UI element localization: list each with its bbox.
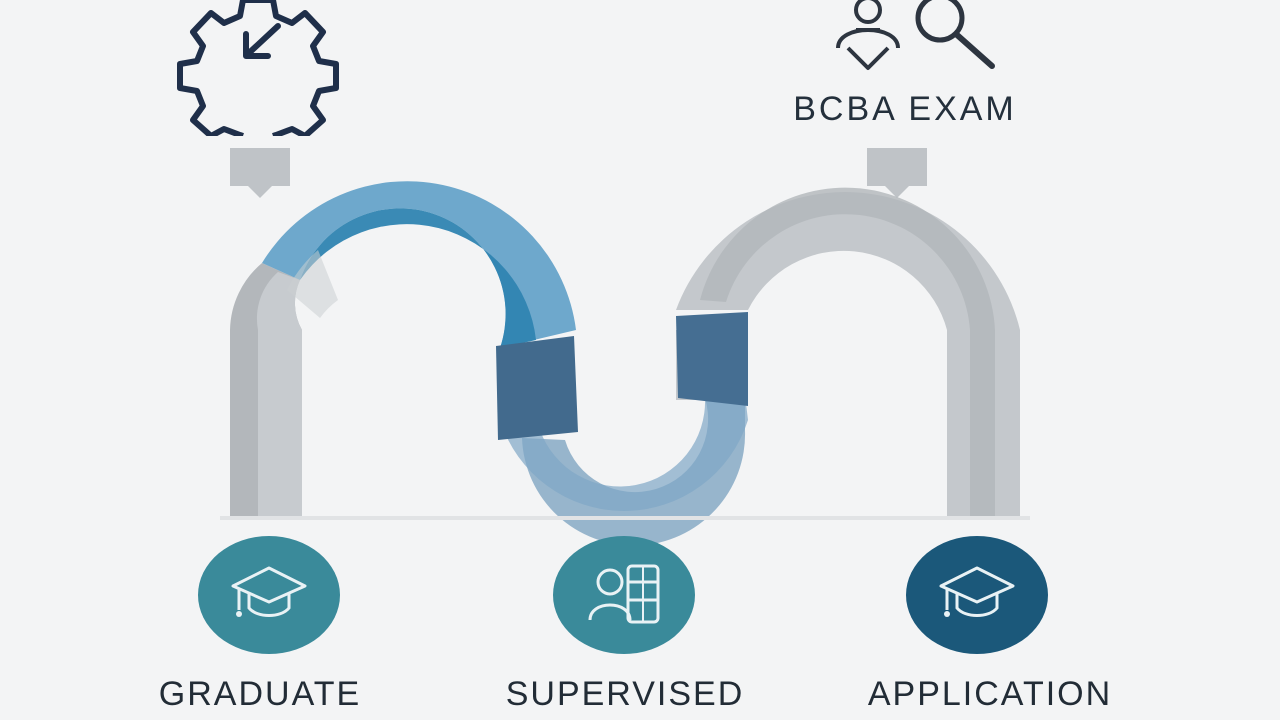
step-label-supervised: SUPERVISED: [505, 675, 745, 713]
person-search-icon: [836, 0, 995, 70]
base-line: [220, 516, 1030, 520]
dark-band-right: [676, 312, 748, 406]
left-pipe-leg: [230, 263, 302, 518]
exam-title: BCBA EXAM: [793, 90, 1017, 128]
step-label-graduate: GRADUATE: [158, 675, 362, 713]
left-connector: [230, 148, 290, 198]
step-circle-application: [906, 536, 1048, 654]
right-connector: [867, 148, 927, 198]
step-label-application: APPLICATION: [867, 675, 1113, 713]
gear-arrow-icon: [177, 0, 339, 136]
left-blue-arch: [262, 181, 576, 348]
graduation-cap-icon: [231, 566, 307, 617]
graduation-cap-icon: [939, 566, 1015, 617]
people-icon: [588, 564, 660, 624]
middle-valley: [500, 395, 748, 546]
dark-band-left: [496, 336, 578, 440]
step-circle-graduate: [198, 536, 340, 654]
step-circle-supervised: [553, 536, 695, 654]
